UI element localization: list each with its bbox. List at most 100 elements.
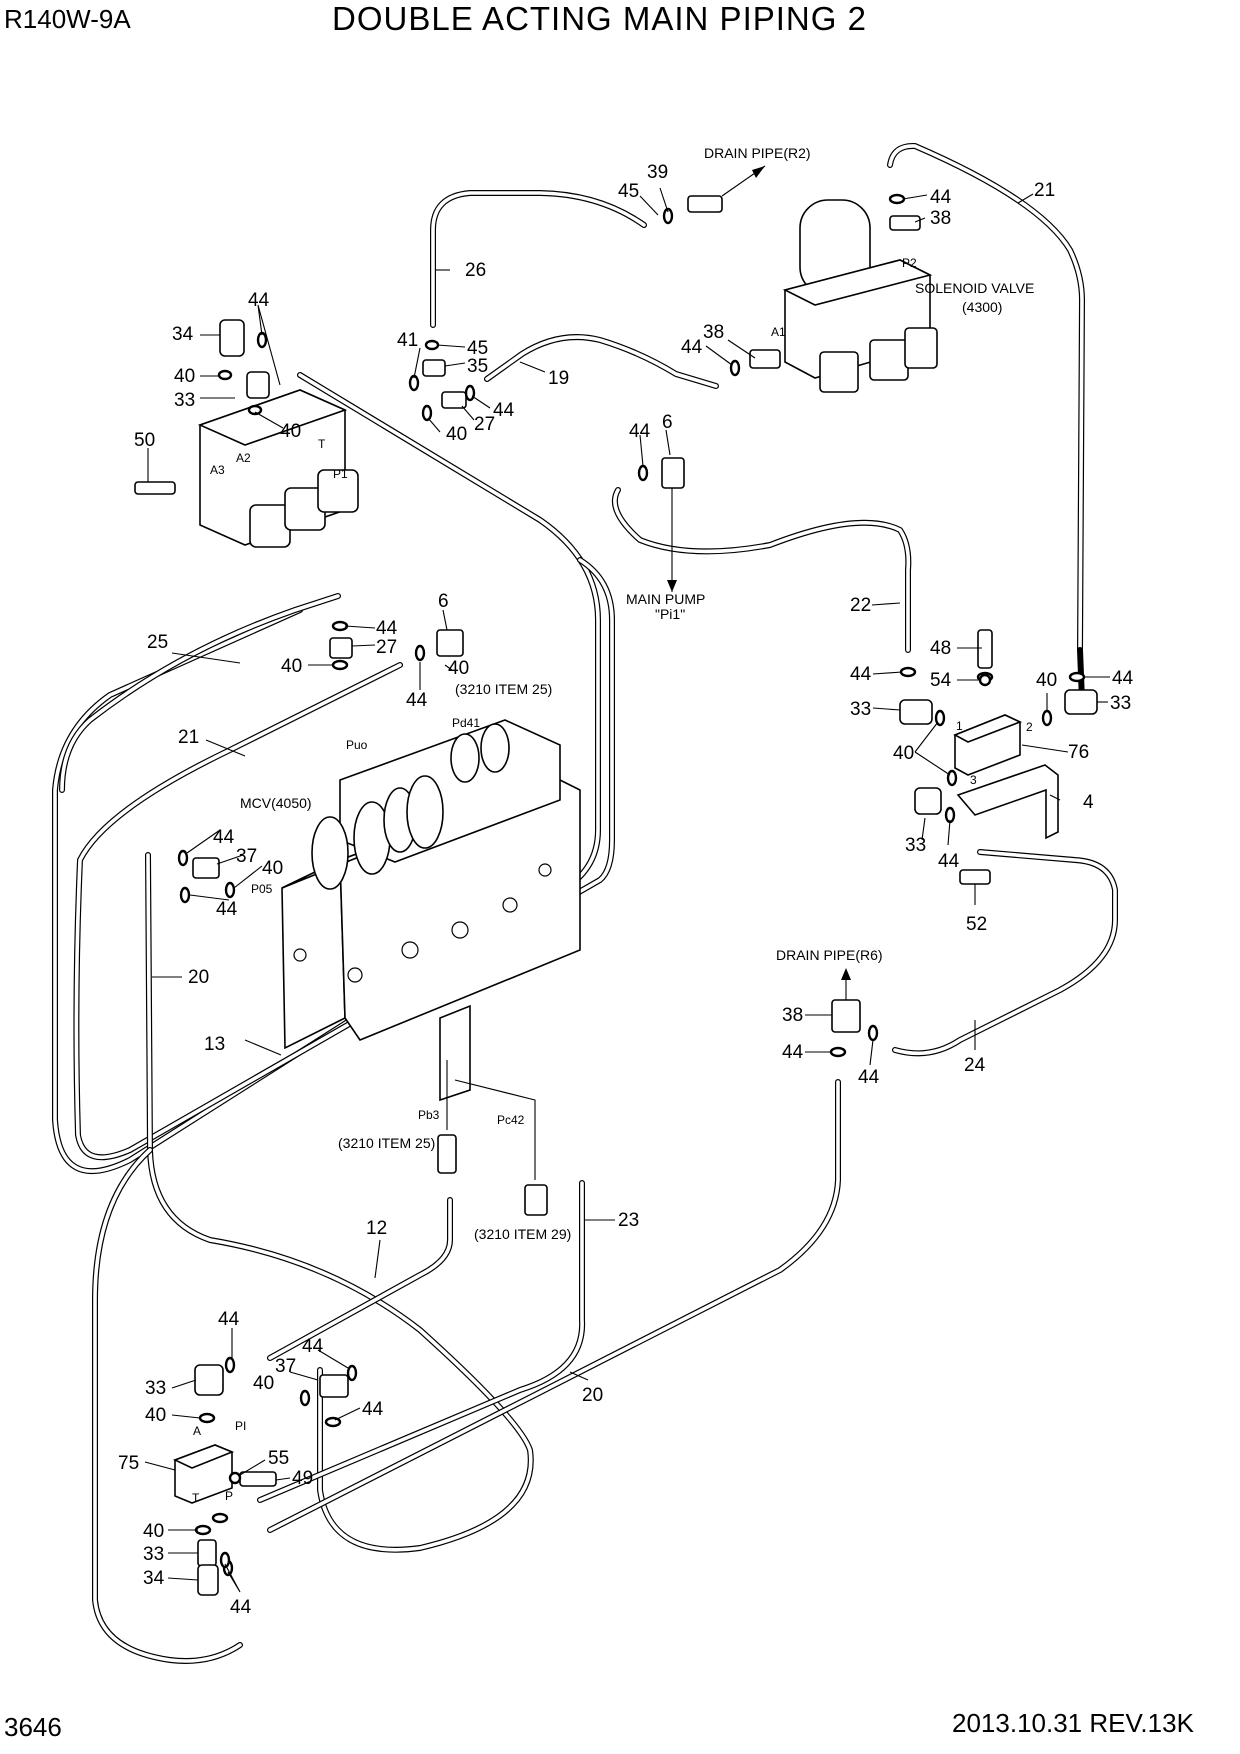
part-number: 44 (629, 421, 651, 442)
elbow-33-left (899, 699, 933, 725)
part-number: 21 (1034, 180, 1055, 201)
revision-date: 2013.10.31 REV.13K (952, 1708, 1194, 1738)
part-number: 33 (143, 1544, 164, 1565)
part-number: 75 (118, 1453, 139, 1474)
leader-line (639, 434, 644, 467)
o-ring (1068, 671, 1086, 683)
bolt-50 (134, 481, 176, 495)
part-number: 44 (218, 1309, 240, 1330)
hose-22 (611, 487, 912, 653)
o-ring (299, 1389, 311, 1407)
leader-line (471, 395, 491, 409)
part-number: 21 (178, 727, 199, 748)
solenoid-valve-label: SOLENOID VALVE (915, 280, 1034, 296)
hose-22-inner (613, 488, 911, 652)
part-number: 19 (548, 368, 569, 389)
o-ring (211, 1512, 229, 1524)
port-p: P (225, 1489, 233, 1503)
drain-pipe-r6-label: DRAIN PIPE(R6) (776, 947, 883, 963)
tee-6-mid (436, 629, 464, 657)
leader-line (427, 417, 441, 433)
o-ring (899, 666, 917, 678)
leader-line (444, 664, 453, 671)
part-number: 20 (582, 1385, 603, 1406)
leader-line (659, 187, 669, 213)
tee-37-bottom (319, 1374, 349, 1398)
leader-line (334, 1407, 361, 1421)
port-puo: Puo (346, 738, 368, 752)
mcv-port-5 (502, 897, 518, 913)
leader-line (921, 817, 926, 841)
leader-line (171, 1379, 197, 1389)
o-ring (224, 1356, 236, 1374)
part-number: 22 (850, 595, 871, 616)
o-ring (946, 769, 958, 787)
leader-line (167, 1577, 199, 1581)
leader-line (257, 304, 281, 386)
part-number: 40 (253, 1373, 274, 1394)
leader-line (239, 1459, 266, 1476)
part-number: 34 (172, 324, 194, 345)
leader-line (519, 361, 546, 373)
hose-24 (892, 849, 1118, 1057)
part-number: 38 (703, 322, 724, 343)
block-port-1: 1 (956, 719, 963, 733)
part-number: 40 (281, 656, 302, 677)
part-number: 44 (406, 690, 428, 711)
part-number: 49 (292, 1468, 313, 1489)
pipe-group (52, 142, 1118, 1664)
port-a2: A2 (236, 451, 251, 465)
o-ring (217, 369, 233, 381)
solenoid-valve-code: (4300) (962, 299, 1002, 315)
part-number: 20 (188, 967, 209, 988)
part-number: 26 (465, 260, 486, 281)
model-code: R140W-9A (4, 4, 131, 34)
o-ring (867, 1024, 879, 1042)
part-number: 44 (782, 1042, 804, 1063)
ref-3210-item-25-bottom: (3210 ITEM 25) (338, 1135, 435, 1151)
part-number: 44 (362, 1399, 384, 1420)
part-number: 4 (1083, 792, 1094, 813)
tee-38-r6 (831, 999, 861, 1033)
o-ring (324, 1416, 342, 1428)
pilot-solenoid-3 (317, 469, 359, 513)
part-number: 41 (397, 330, 418, 351)
leader-line (914, 217, 926, 223)
fitting-33-bottom (197, 1539, 217, 1567)
part-number: 44 (213, 827, 235, 848)
fitting-pb3 (437, 1134, 457, 1174)
part-number: 44 (681, 337, 703, 358)
leader-group (144, 165, 1110, 1593)
port-a3: A3 (210, 463, 225, 477)
o-ring (256, 331, 268, 349)
part-number: 44 (376, 618, 398, 639)
part-number: 55 (268, 1448, 289, 1469)
part-number: 35 (467, 356, 488, 377)
fitting-34-bottom (197, 1564, 219, 1596)
hose-23-inner (258, 1181, 584, 1502)
part-number: 38 (782, 1005, 803, 1026)
washer-54 (978, 673, 992, 687)
mcv-port-4 (451, 921, 469, 939)
o-ring (424, 339, 440, 351)
o-ring (331, 620, 349, 632)
pipe-20-right-inner (268, 1080, 840, 1532)
part-number: 50 (134, 430, 155, 451)
o-ring (829, 1046, 847, 1058)
leader-line (205, 739, 246, 757)
o-ring (408, 374, 420, 392)
leader-line (224, 1563, 241, 1593)
oring-group (177, 193, 1086, 1577)
leader-line (189, 894, 230, 901)
leader-line (233, 865, 263, 889)
leader-line (144, 1461, 176, 1471)
part-number-group: 39 45 21 44 38 26 44 34 41 45 35 38 44 1… (118, 162, 1134, 1618)
pipe-20-bottom-loop-inner (93, 1148, 242, 1663)
fitting-33-top (246, 371, 270, 399)
bracket-4 (956, 764, 1059, 840)
tee-37-mid (192, 857, 220, 879)
leader-line (461, 405, 475, 421)
port-p05: P05 (251, 882, 273, 896)
mcv-port-3 (401, 941, 419, 959)
